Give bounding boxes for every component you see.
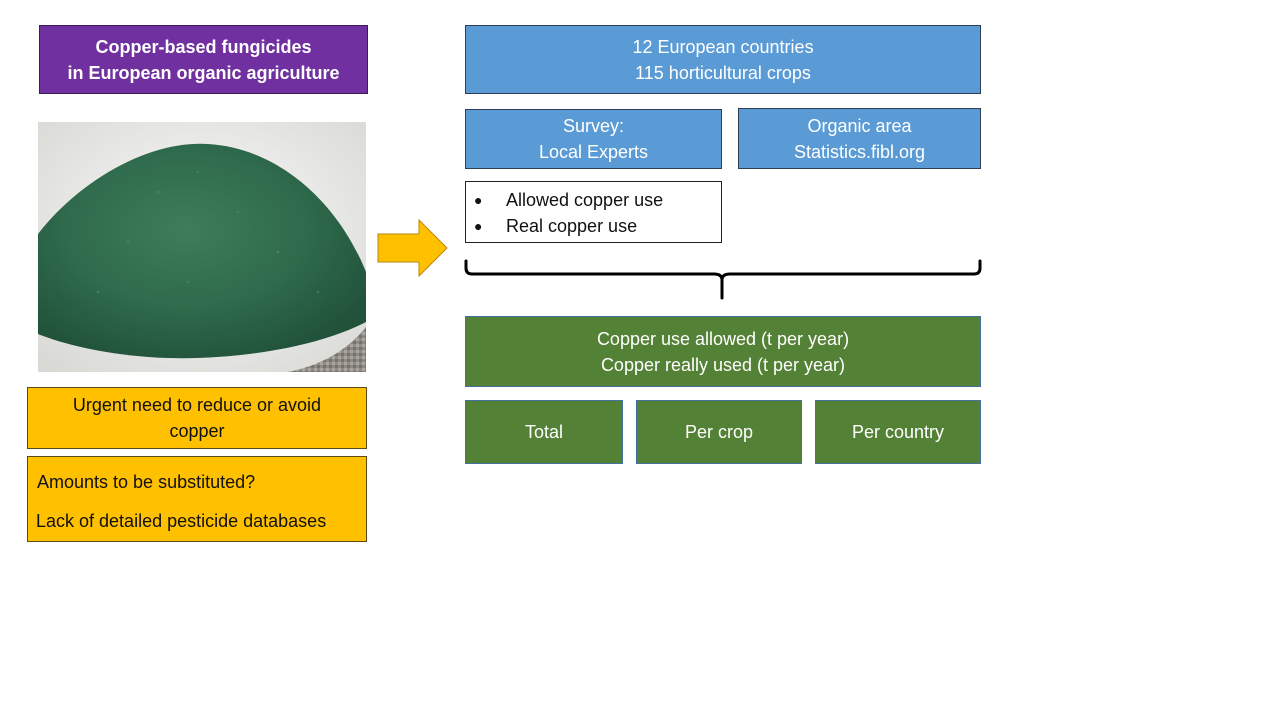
survey-experts: Local Experts	[538, 142, 649, 162]
list-item-allowed: Allowed copper use	[506, 190, 664, 210]
result-used: Copper really used (t per year)	[600, 354, 846, 375]
survey-box: Survey: Local Experts	[465, 109, 722, 169]
right-arrow-icon	[377, 219, 448, 277]
organic-area-source: Statistics.fibl.org	[793, 141, 926, 162]
copper-use-list: ● Allowed copper use ● Real copper use	[474, 187, 721, 239]
total-box: Total	[465, 400, 623, 464]
organic-area-label: Organic area	[807, 115, 912, 136]
scope-countries: 12 European countries	[632, 36, 814, 57]
list-item: ● Real copper use	[474, 213, 721, 239]
list-item-real: Real copper use	[506, 216, 638, 236]
per-crop-box: Per crop	[636, 400, 802, 464]
copper-powder-image	[38, 122, 366, 372]
scope-box: 12 European countries 115 horticultural …	[465, 25, 981, 94]
result-allowed: Copper use allowed (t per year)	[596, 328, 850, 349]
title-line-2: in European organic agriculture	[67, 62, 340, 83]
scope-crops: 115 horticultural crops	[635, 62, 811, 83]
urgent-need-box: Urgent need to reduce or avoid copper	[27, 387, 367, 449]
per-country-box: Per country	[815, 400, 981, 464]
copper-use-list-box: ● Allowed copper use ● Real copper use	[465, 181, 722, 243]
total-label: Total	[524, 422, 564, 442]
per-crop-label: Per crop	[684, 422, 754, 442]
copper-powder-photo	[38, 122, 366, 372]
urgent-line-2: copper	[169, 421, 225, 441]
questions-box: Amounts to be substituted? Lack of detai…	[27, 456, 367, 542]
urgent-line-1: Urgent need to reduce or avoid	[72, 395, 322, 415]
question-databases: Lack of detailed pesticide databases	[36, 511, 327, 531]
list-item: ● Allowed copper use	[474, 187, 721, 213]
green-powder-pile	[38, 143, 366, 359]
question-amounts: Amounts to be substituted?	[37, 472, 256, 492]
survey-label: Survey:	[562, 116, 625, 136]
bullet-icon: ●	[474, 218, 483, 234]
title-line-1: Copper-based fungicides	[95, 36, 312, 57]
bullet-icon: ●	[474, 192, 483, 208]
curly-brace-icon	[464, 259, 982, 300]
title-box: Copper-based fungicides in European orga…	[39, 25, 368, 94]
copper-result-box: Copper use allowed (t per year) Copper r…	[465, 316, 981, 387]
per-country-label: Per country	[851, 422, 945, 442]
organic-area-box: Organic area Statistics.fibl.org	[738, 108, 981, 169]
